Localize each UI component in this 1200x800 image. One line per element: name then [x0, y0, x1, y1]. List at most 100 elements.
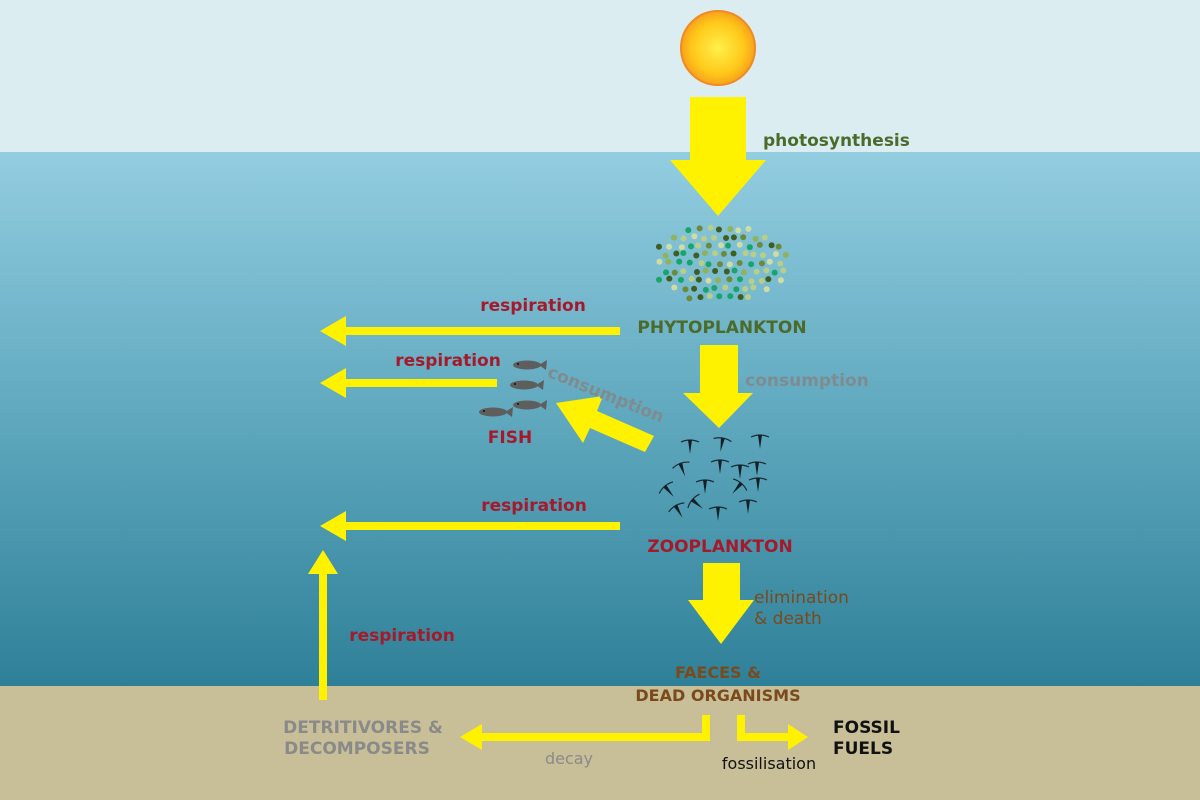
phytoplankton-cell — [711, 285, 718, 292]
phytoplankton-cell — [763, 267, 770, 274]
respiration-label-fish: respiration — [395, 351, 501, 371]
consumption-arrow-fish — [556, 396, 654, 452]
phytoplankton-cell — [716, 293, 723, 300]
zooplankton-icon — [668, 502, 685, 518]
phytoplankton-cell — [680, 268, 687, 275]
phytoplankton-cell — [697, 294, 704, 301]
zooplankton-icon — [680, 439, 700, 454]
phytoplankton-cell — [655, 243, 662, 250]
phytoplankton-cell — [702, 286, 709, 293]
elimination-label-2: & death — [754, 609, 822, 629]
phytoplankton-cell — [715, 226, 722, 233]
sun-icon — [680, 10, 756, 86]
consumption-label-zoo: consumption — [745, 371, 869, 391]
phytoplankton-cell — [756, 241, 763, 248]
zooplankton-icon — [738, 499, 758, 514]
fish-school — [479, 360, 547, 417]
zooplankton-icon — [672, 461, 690, 477]
zooplankton-icon — [748, 477, 768, 492]
phytoplankton-cell — [685, 227, 692, 234]
phytoplankton-cell — [701, 250, 708, 257]
phytoplankton-cell — [717, 242, 724, 249]
zooplankton-icon — [730, 464, 750, 479]
zooplankton-label: ZOOPLANKTON — [647, 537, 792, 557]
respiration-label-phyto: respiration — [480, 296, 586, 316]
faeces-label-2: DEAD ORGANISMS — [635, 686, 800, 705]
phytoplankton-cell — [727, 293, 734, 300]
phytoplankton-cell — [666, 243, 673, 250]
phytoplankton-cell — [688, 275, 695, 282]
phytoplankton-cell — [693, 268, 700, 275]
zooplankton-icon — [658, 481, 674, 497]
phytoplankton-cell — [723, 268, 730, 275]
respiration-label-zoo: respiration — [481, 496, 587, 516]
phytoplankton-cell — [777, 260, 784, 267]
phytoplankton-cell — [665, 258, 672, 265]
phytoplankton-cell — [722, 284, 729, 291]
phytoplankton-cell — [771, 269, 778, 276]
phytoplankton-cell — [782, 251, 789, 258]
fossilisation-arrow — [737, 715, 808, 750]
phytoplankton-cell — [750, 284, 757, 291]
respiration-arrow-fish — [320, 368, 497, 398]
phytoplankton-cell — [700, 235, 707, 242]
phytoplankton-cell — [691, 285, 698, 292]
phytoplankton-cell — [740, 234, 747, 241]
phytoplankton-cell — [687, 243, 694, 250]
phytoplankton-cell — [742, 250, 749, 257]
phytoplankton-cell — [678, 244, 685, 251]
respiration-arrow-decomposers — [308, 550, 338, 700]
phytoplankton-cell — [710, 234, 717, 241]
phytoplankton-cell — [662, 252, 669, 259]
phytoplankton-cell — [748, 278, 755, 285]
phytoplankton-cell — [695, 276, 702, 283]
phytoplankton-cell — [723, 234, 730, 241]
elimination-label-1: elimination — [754, 588, 849, 608]
phytoplankton-cell — [777, 277, 784, 284]
phytoplankton-cell — [730, 234, 737, 241]
phytoplankton-cell — [693, 252, 700, 259]
phytoplankton-cell — [720, 250, 727, 257]
phytoplankton-cell — [750, 251, 757, 258]
phytoplankton-cell — [737, 293, 744, 300]
zooplankton-icon — [713, 437, 732, 452]
elimination-arrow — [688, 563, 754, 644]
phytoplankton-cell — [663, 269, 670, 276]
fish-icon — [510, 380, 544, 390]
phytoplankton-cell — [761, 234, 768, 241]
fossil-fuels-label-1: FOSSIL — [833, 718, 900, 738]
phytoplankton-cell — [726, 261, 733, 268]
photosynthesis-label: photosynthesis — [763, 131, 910, 151]
phytoplankton-cell — [745, 225, 752, 232]
phytoplankton-cell — [758, 277, 765, 284]
phytoplankton-cell — [780, 267, 787, 274]
fish-icon — [513, 360, 547, 370]
phytoplankton-cell — [695, 242, 702, 249]
phytoplankton-cell — [698, 260, 705, 267]
phytoplankton-cell — [740, 269, 747, 276]
zooplankton-icon — [732, 478, 748, 494]
phytoplankton-cell — [712, 267, 719, 274]
phytoplankton-cell — [711, 250, 718, 257]
phytoplankton-cell — [682, 286, 689, 293]
phytoplankton-cell — [742, 285, 749, 292]
phytoplankton-cell — [670, 234, 677, 241]
phytoplankton-cell — [733, 286, 740, 293]
phytoplankton-cell — [752, 235, 759, 242]
respiration-arrow-zoo — [320, 511, 620, 541]
phytoplankton-cell — [766, 258, 773, 265]
phytoplankton-cell — [768, 242, 775, 249]
phytoplankton-cell — [726, 276, 733, 283]
fossilisation-label: fossilisation — [722, 754, 816, 773]
phytoplankton-cell — [736, 241, 743, 248]
phytoplankton-cell — [746, 244, 753, 251]
faeces-label-1: FAECES & — [675, 663, 761, 682]
phytoplankton-cell — [763, 286, 770, 293]
phytoplankton-cell — [706, 292, 713, 299]
zooplankton-icon — [708, 506, 728, 521]
fossil-fuels-label-2: FUELS — [833, 739, 893, 759]
phytoplankton-cell — [691, 233, 698, 240]
phytoplankton-cell — [716, 261, 723, 268]
phytoplankton-cell — [705, 242, 712, 249]
phytoplankton-cell — [753, 268, 760, 275]
